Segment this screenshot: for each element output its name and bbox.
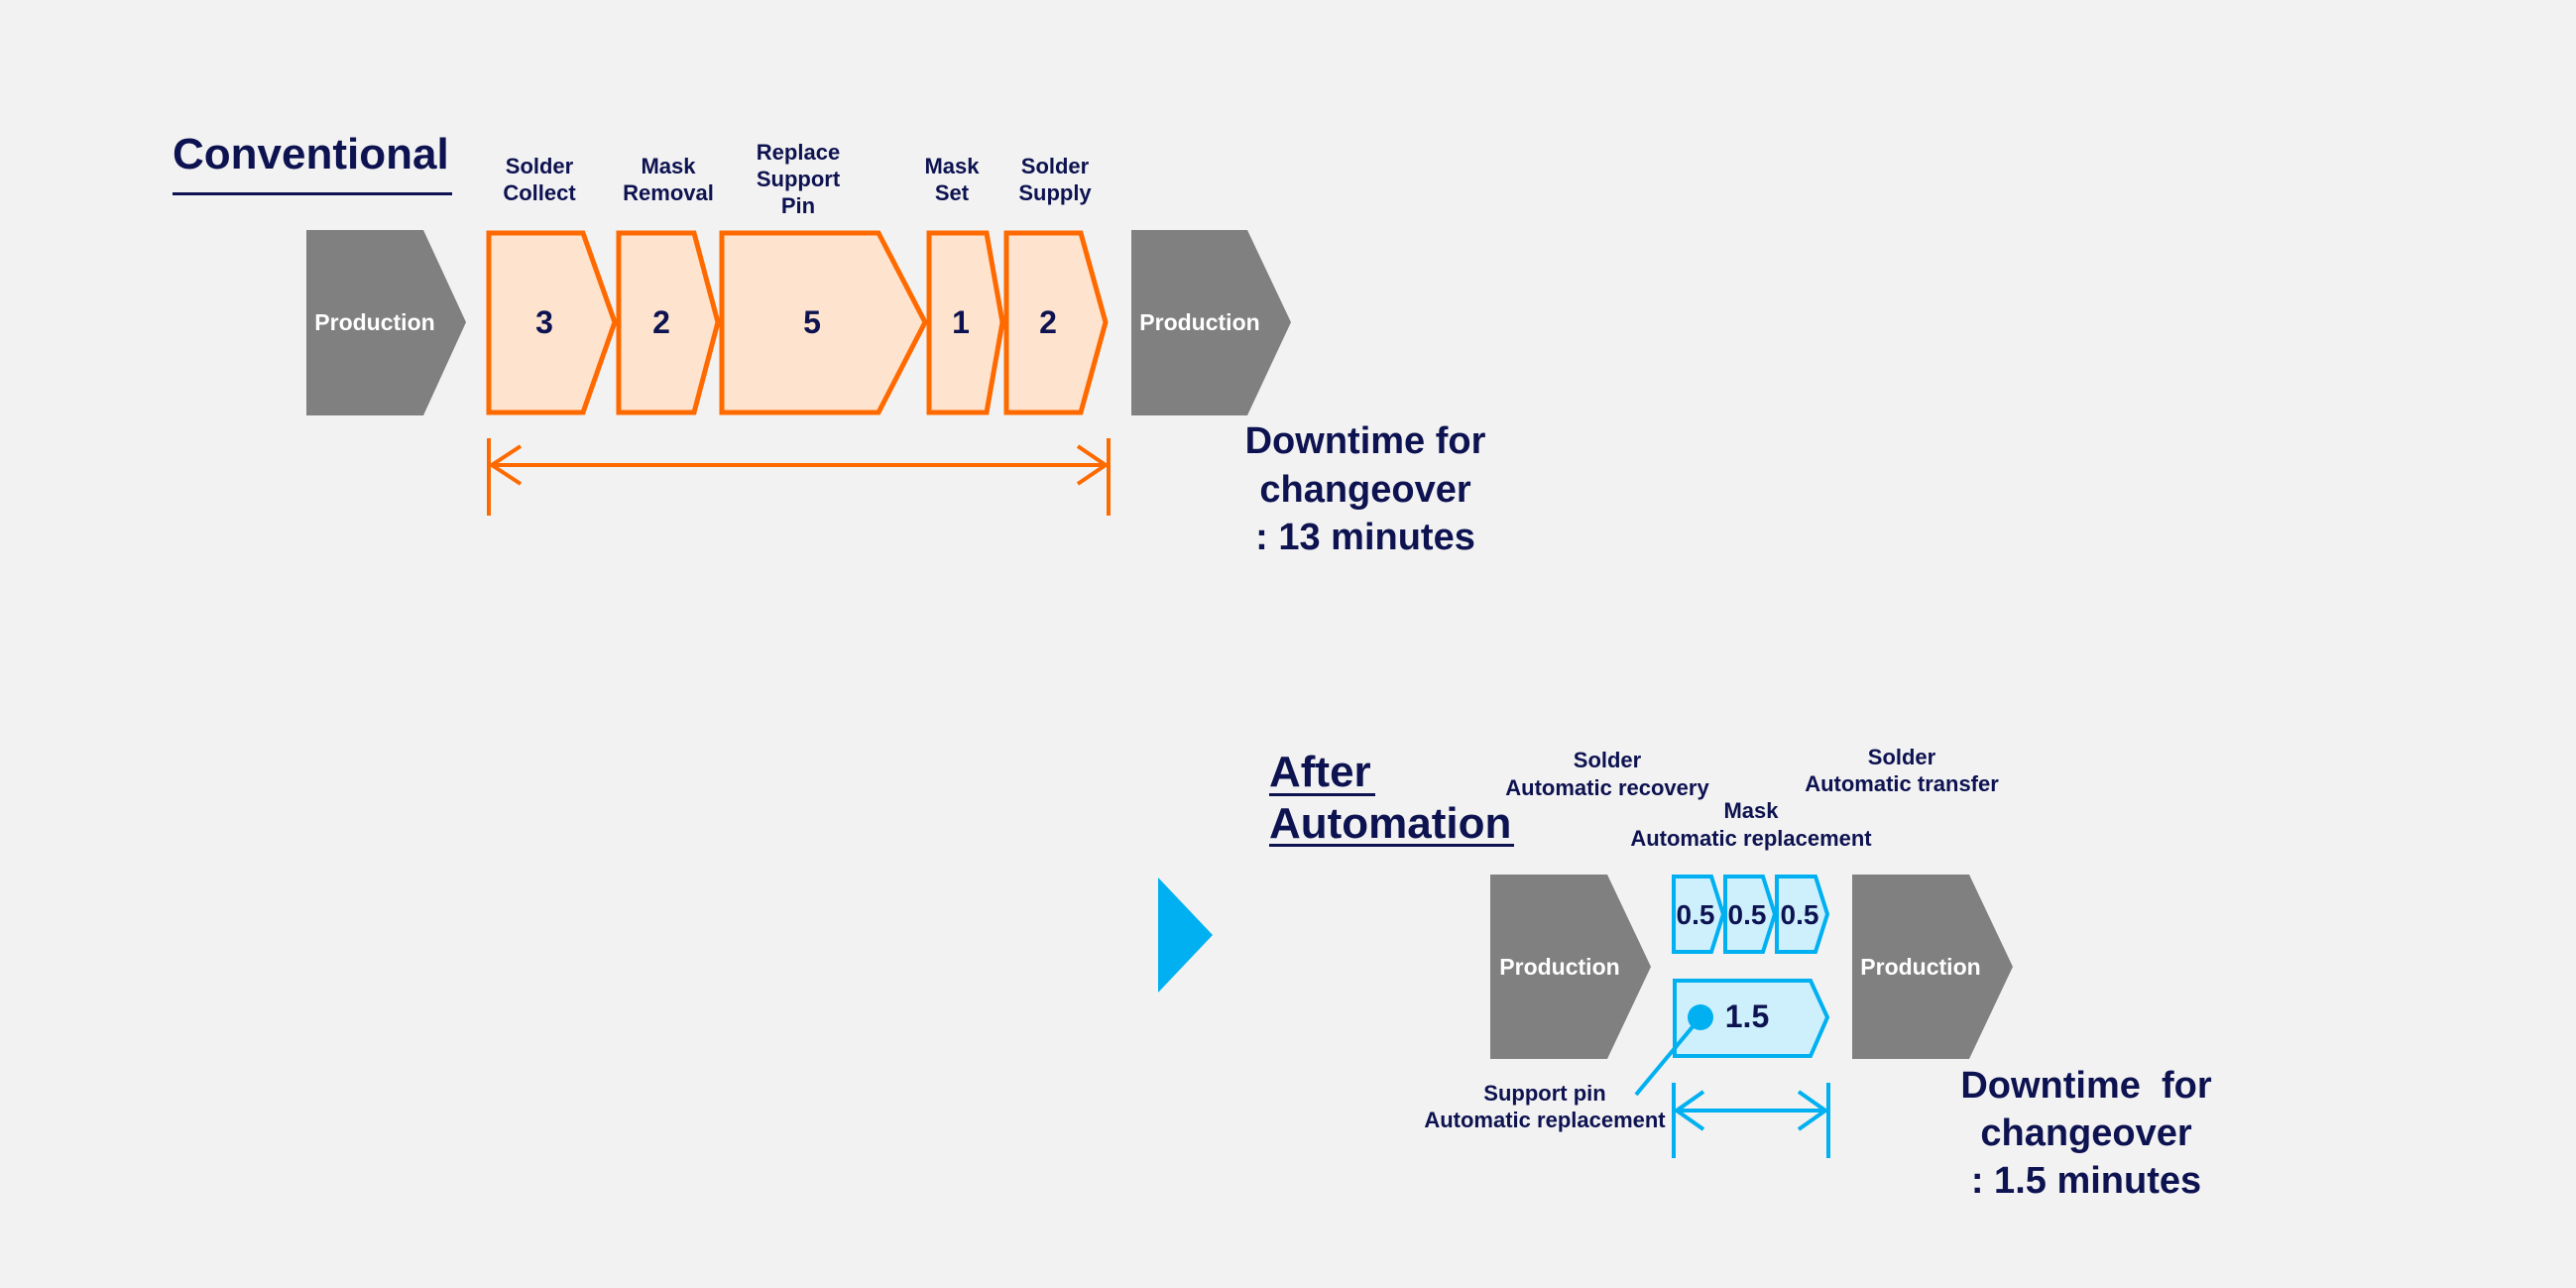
conventional-step-1: 2 — [616, 230, 721, 415]
transition-arrow-icon — [1158, 878, 1213, 993]
support-pin-callout: Support pin Automatic replacement — [1424, 1004, 1713, 1132]
automation-step-solder-recovery: 0.5 — [1672, 875, 1726, 954]
conventional-downtime-text: Downtime for changeover : 13 minutes — [1245, 420, 1486, 558]
conventional-step-3: 1 — [926, 230, 1005, 415]
svg-text:2: 2 — [1039, 304, 1057, 340]
conventional-step-4: 2 — [1003, 230, 1109, 415]
svg-text:Replace: Replace — [757, 140, 840, 165]
automation-production-block-after: Production — [1852, 875, 2013, 1059]
svg-text:Production: Production — [1499, 954, 1619, 980]
svg-text:Pin: Pin — [781, 193, 815, 218]
svg-text:0.5: 0.5 — [1728, 899, 1767, 930]
svg-text:Production: Production — [1860, 954, 1980, 980]
conventional-section: Conventional Solder Collect Mask Removal… — [173, 130, 1486, 558]
svg-text:Production: Production — [1139, 309, 1259, 335]
automation-production-block-before: Production — [1490, 875, 1651, 1059]
automation-label-solder-transfer: Solder Automatic transfer — [1805, 745, 1999, 796]
conventional-step-0: 3 — [486, 230, 618, 415]
svg-text:Downtime for: Downtime for — [1245, 420, 1486, 462]
conventional-title: Conventional — [173, 130, 449, 178]
svg-text:Solder: Solder — [1021, 154, 1090, 178]
automation-title: After Automation — [1269, 748, 1514, 848]
svg-text:After: After — [1269, 748, 1371, 796]
svg-text:1.5: 1.5 — [1725, 998, 1769, 1034]
svg-text:Mask: Mask — [641, 154, 696, 178]
automation-label-solder-recovery: Solder Automatic recovery — [1505, 748, 1709, 800]
svg-text:5: 5 — [803, 304, 821, 340]
conventional-step-label-1: Mask Removal — [623, 154, 714, 205]
svg-text:Supply: Supply — [1018, 180, 1092, 205]
automation-downtime-arrow — [1672, 1083, 1830, 1158]
svg-text:Support pin: Support pin — [1483, 1081, 1605, 1106]
svg-text:Production: Production — [314, 309, 434, 335]
svg-text:2: 2 — [652, 304, 670, 340]
automation-section: After Automation Solder Automatic recove… — [1269, 745, 2212, 1202]
svg-text:Downtime for: Downtime for — [1960, 1065, 2212, 1107]
svg-text:Set: Set — [935, 180, 970, 205]
production-block-before: Production — [306, 230, 466, 415]
automation-label-mask-replacement: Mask Automatic replacement — [1630, 798, 1872, 851]
svg-text:Solder: Solder — [1574, 748, 1642, 772]
conventional-title-underline — [173, 192, 452, 195]
automation-step-mask-replacement: 0.5 — [1723, 875, 1778, 954]
svg-text:Collect: Collect — [503, 180, 576, 205]
svg-text:Mask: Mask — [1723, 798, 1779, 823]
conventional-step-label-3: Mask Set — [924, 154, 980, 205]
svg-text:Solder: Solder — [506, 154, 574, 178]
automation-step-solder-transfer: 0.5 — [1775, 875, 1830, 954]
svg-text:Automatic transfer: Automatic transfer — [1805, 771, 1999, 796]
svg-text:0.5: 0.5 — [1781, 899, 1819, 930]
svg-text:: 1.5 minutes: : 1.5 minutes — [1971, 1160, 2201, 1202]
svg-text:Removal: Removal — [623, 180, 714, 205]
svg-text:Automatic replacement: Automatic replacement — [1424, 1108, 1666, 1132]
conventional-step-label-4: Solder Supply — [1018, 154, 1092, 205]
svg-text:changeover: changeover — [1980, 1112, 2192, 1154]
svg-text:Solder: Solder — [1868, 745, 1936, 769]
automation-downtime-text: Downtime for changeover : 1.5 minutes — [1960, 1065, 2212, 1202]
svg-text:0.5: 0.5 — [1677, 899, 1715, 930]
conventional-downtime-arrow — [487, 438, 1111, 516]
svg-text:Support: Support — [757, 167, 841, 191]
svg-text:Automatic recovery: Automatic recovery — [1505, 775, 1709, 800]
svg-text:Automatic replacement: Automatic replacement — [1630, 826, 1872, 851]
svg-text:: 13 minutes: : 13 minutes — [1255, 517, 1475, 558]
svg-text:3: 3 — [535, 304, 553, 340]
production-block-after: Production — [1131, 230, 1291, 415]
svg-text:Mask: Mask — [924, 154, 980, 178]
conventional-step-label-2: Replace Support Pin — [757, 140, 841, 218]
conventional-step-label-0: Solder Collect — [503, 154, 576, 205]
conventional-step-2: 5 — [719, 230, 928, 415]
svg-text:Automation: Automation — [1269, 799, 1511, 848]
svg-text:changeover: changeover — [1259, 469, 1471, 511]
svg-text:1: 1 — [952, 304, 970, 340]
automation-step-support-pin: 1.5 — [1673, 979, 1830, 1058]
